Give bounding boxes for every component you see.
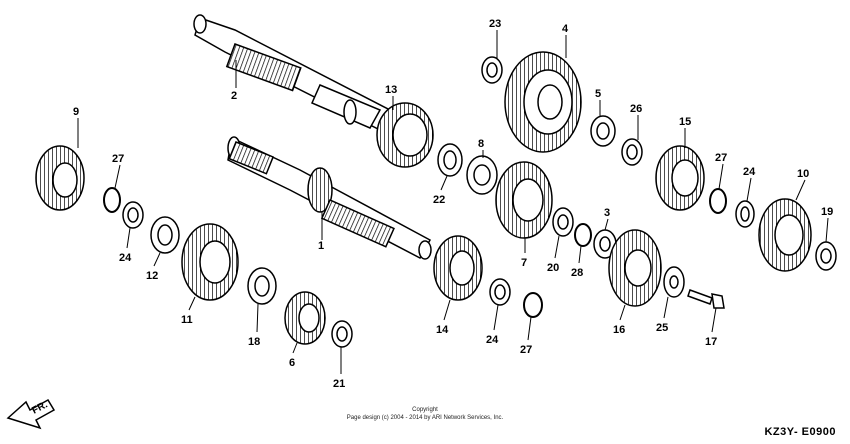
callout-9: 9	[73, 106, 79, 118]
washer-20[interactable]	[552, 207, 574, 237]
gear-4[interactable]	[504, 51, 582, 153]
callout-17: 17	[705, 336, 717, 348]
snap-ring-27-left[interactable]	[103, 187, 121, 213]
bolt-17[interactable]	[687, 289, 725, 309]
callout-25: 25	[656, 322, 668, 334]
gear-13[interactable]	[376, 102, 434, 168]
callout-27-center: 27	[520, 344, 532, 356]
callout-6: 6	[289, 357, 295, 369]
callout-2: 2	[231, 90, 237, 102]
front-direction-indicator: FR.	[6, 398, 56, 430]
callout-21: 21	[333, 378, 345, 390]
callout-18: 18	[248, 336, 260, 348]
callout-27-right: 27	[715, 152, 727, 164]
bushing-12[interactable]	[150, 216, 180, 254]
gear-14[interactable]	[433, 235, 483, 301]
callout-22: 22	[433, 194, 445, 206]
washer-23[interactable]	[481, 56, 503, 84]
callout-24-center: 24	[486, 334, 499, 346]
callout-23: 23	[489, 18, 501, 30]
callout-24-left: 24	[119, 252, 132, 264]
callout-24-right: 24	[743, 166, 756, 178]
callout-labels: 2 13 23 4 5 26 15 9 27 8 22 7 3 27 24 10…	[73, 18, 833, 390]
lock-washer-24-left[interactable]	[122, 201, 144, 229]
gear-15[interactable]	[655, 145, 705, 211]
callout-19: 19	[821, 206, 833, 218]
drive-sprocket-16[interactable]	[608, 229, 662, 307]
bushing-5[interactable]	[590, 115, 616, 147]
callout-16: 16	[613, 324, 625, 336]
callout-8: 8	[478, 138, 484, 150]
callout-13: 13	[385, 84, 397, 96]
callout-28: 28	[571, 267, 583, 279]
callout-15: 15	[679, 116, 691, 128]
bushing-22[interactable]	[466, 155, 498, 195]
callout-14: 14	[436, 324, 449, 336]
callout-10: 10	[797, 168, 809, 180]
gear-11[interactable]	[181, 223, 239, 301]
leader-lines	[77, 30, 829, 374]
washer-21[interactable]	[331, 320, 353, 348]
washer-18[interactable]	[247, 267, 277, 305]
callout-7: 7	[521, 257, 527, 269]
snap-ring-28[interactable]	[574, 223, 592, 247]
snap-ring-27-center[interactable]	[523, 292, 543, 318]
gear-7[interactable]	[495, 161, 553, 239]
callout-11: 11	[181, 314, 193, 326]
snap-ring-27-right[interactable]	[709, 188, 727, 214]
copyright-label: Copyright	[412, 407, 438, 413]
washer-19[interactable]	[815, 241, 837, 271]
callout-26: 26	[630, 103, 642, 115]
lock-washer-24-center[interactable]	[489, 278, 511, 306]
gear-6[interactable]	[284, 291, 326, 345]
callout-4: 4	[562, 23, 569, 35]
callout-5: 5	[595, 88, 601, 100]
diagram-code: KZ3Y- E0900	[764, 426, 836, 438]
mainshaft-1[interactable]	[227, 136, 432, 260]
arrow-icon	[6, 398, 56, 430]
washer-26[interactable]	[621, 138, 643, 166]
gear-9[interactable]	[35, 145, 85, 211]
callout-20: 20	[547, 262, 559, 274]
callout-12: 12	[146, 270, 158, 282]
washer-8[interactable]	[437, 143, 463, 177]
callout-1: 1	[318, 240, 324, 252]
lock-washer-24-right[interactable]	[735, 200, 755, 228]
gear-10[interactable]	[758, 198, 812, 272]
callout-3: 3	[604, 207, 610, 219]
countershaft-2[interactable]	[193, 14, 392, 132]
copyright-notice: Page design (c) 2004 - 2014 by ARI Netwo…	[346, 415, 504, 421]
fixing-plate-25[interactable]	[663, 266, 685, 298]
callout-27-left: 27	[112, 153, 124, 165]
